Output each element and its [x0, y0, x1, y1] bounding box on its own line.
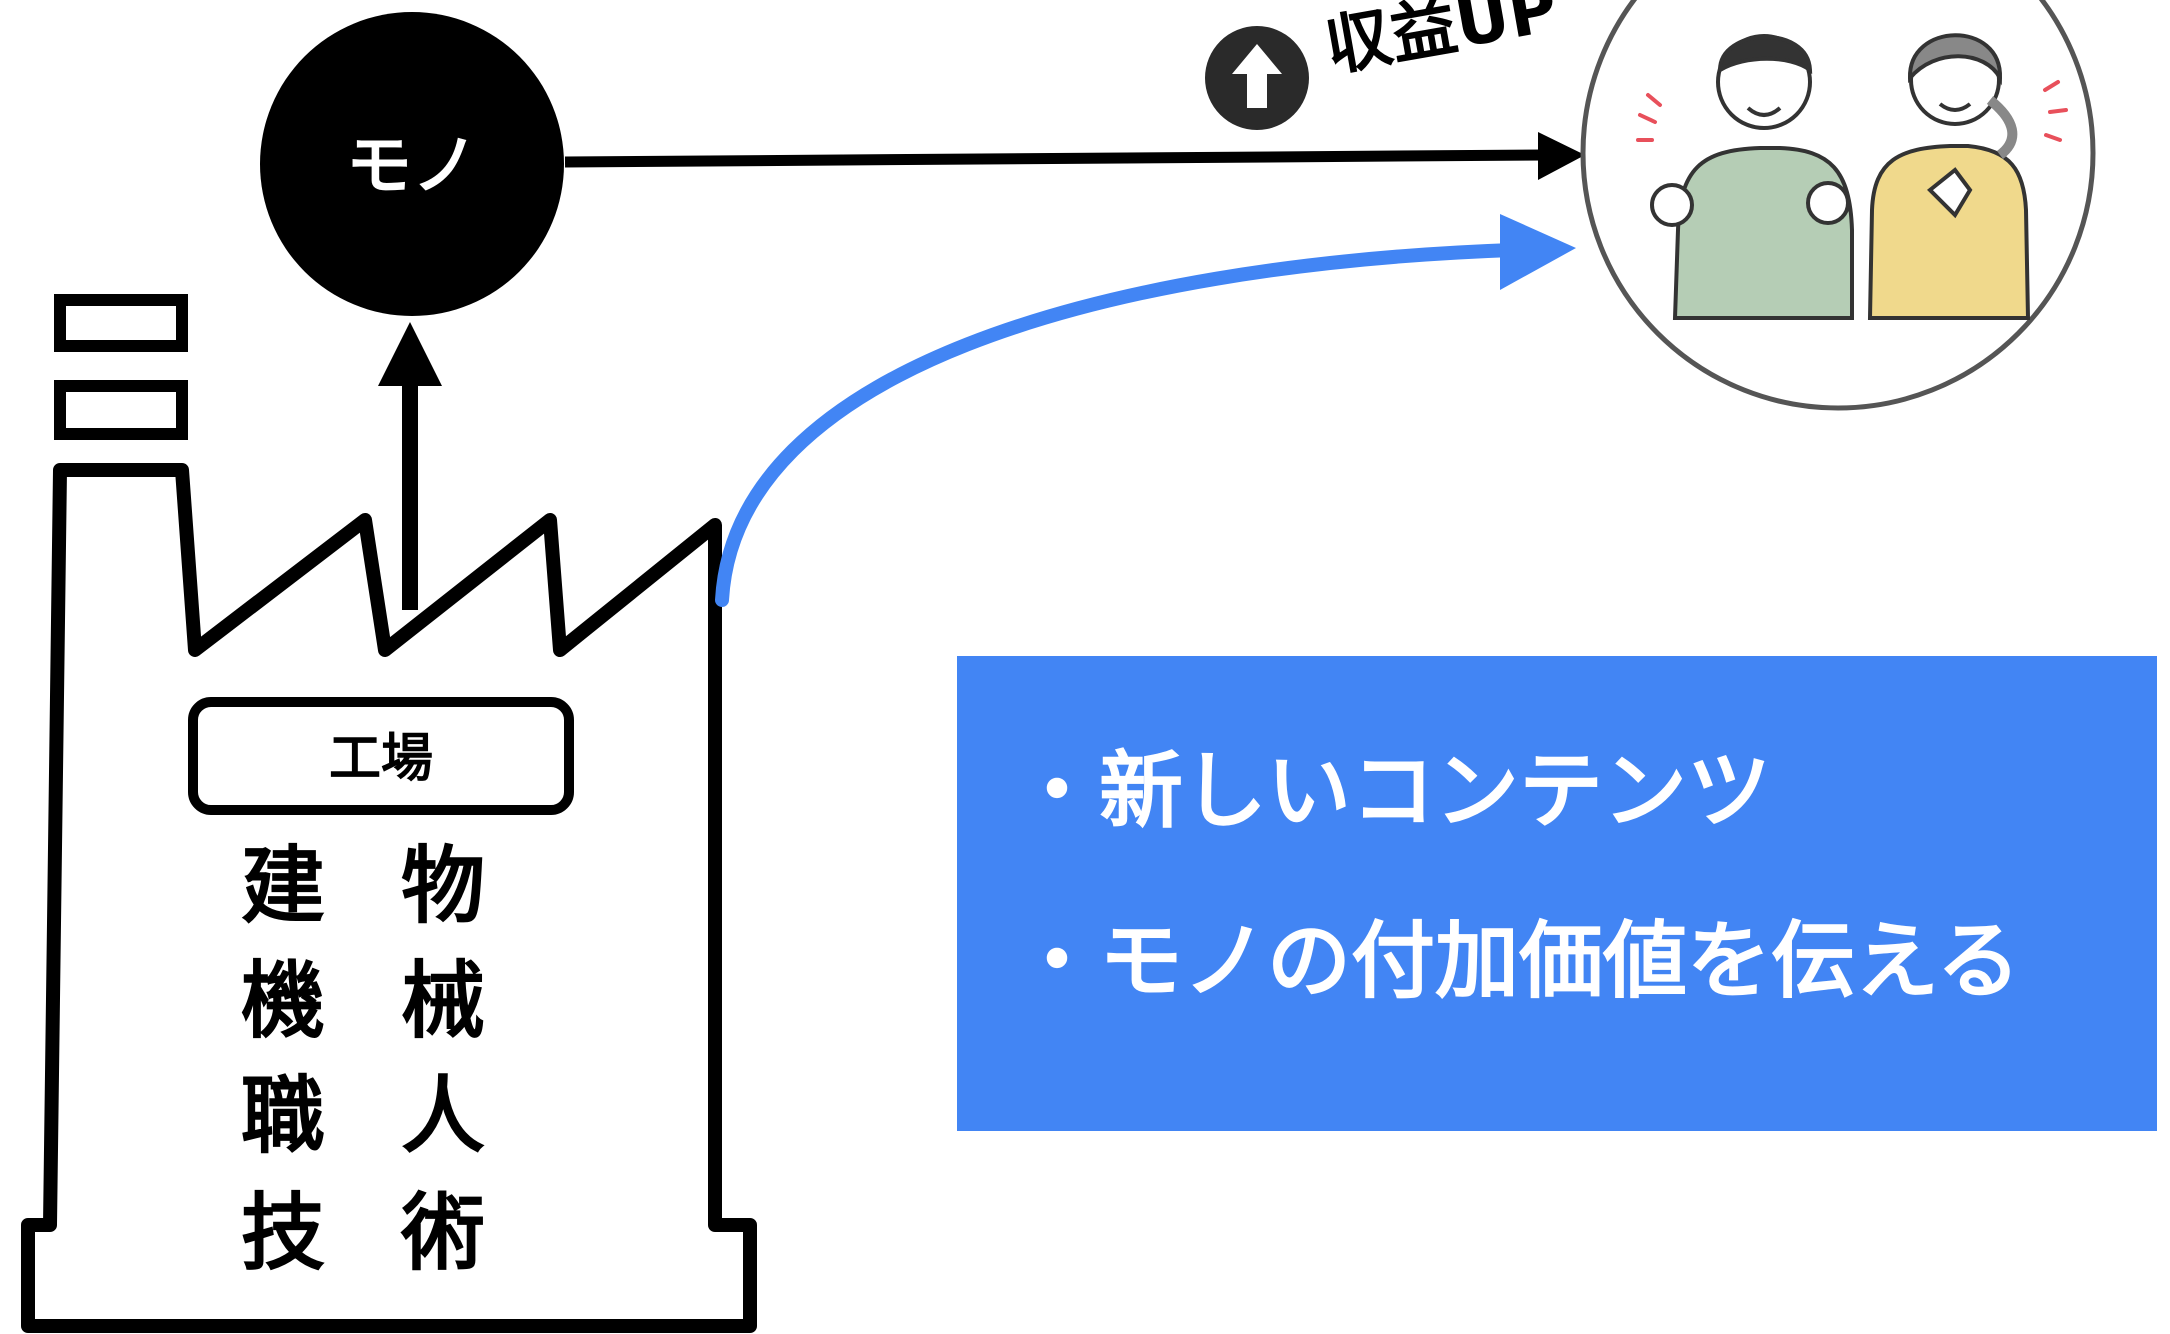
- chimney-band-top: [54, 294, 188, 352]
- callout-item-value-added: ・モノの付加価値を伝える: [1015, 912, 2020, 1010]
- asset-skill-right: 術: [400, 1184, 485, 1282]
- callout-item-new-content: ・新しいコンテンツ: [1015, 742, 1771, 840]
- factory-sign-label: 工場: [329, 729, 433, 789]
- asset-building-left: 建: [241, 837, 325, 935]
- woman-figure: [1867, 33, 2031, 320]
- asset-craftsman-right: 人: [401, 1067, 485, 1165]
- revenue-badge: 収益UP: [1205, 0, 1563, 130]
- happy-customers-icon: [1580, 0, 2096, 411]
- content-callout: ・新しいコンテンツ ・モノの付加価値を伝える: [957, 656, 2157, 1131]
- sparkles: [1636, 80, 2068, 142]
- arrow-content-to-customers: [715, 214, 1576, 607]
- asset-building-right: 物: [401, 837, 485, 935]
- asset-machine-left: 機: [241, 952, 325, 1050]
- factory-illustration: 工場 建 物 機 械 職 人 技 術: [21, 294, 757, 1333]
- asset-craftsman-left: 職: [241, 1067, 325, 1165]
- asset-machine-right: 械: [401, 952, 485, 1050]
- factory-outline: [21, 463, 757, 1333]
- arrow-product-to-customers: [564, 132, 1585, 180]
- revenue-label: 収益UP: [1319, 0, 1563, 86]
- factory-sign-box: [188, 697, 574, 815]
- factory-assets: 建 物 機 械 職 人 技 術: [241, 837, 485, 1282]
- chimney-band-bottom: [54, 380, 188, 440]
- product-label: モノ: [346, 127, 478, 204]
- man-figure: [1650, 34, 1854, 320]
- arrow-factory-to-product: [378, 322, 442, 610]
- product-node: モノ: [260, 12, 564, 316]
- asset-skill-left: 技: [241, 1184, 325, 1282]
